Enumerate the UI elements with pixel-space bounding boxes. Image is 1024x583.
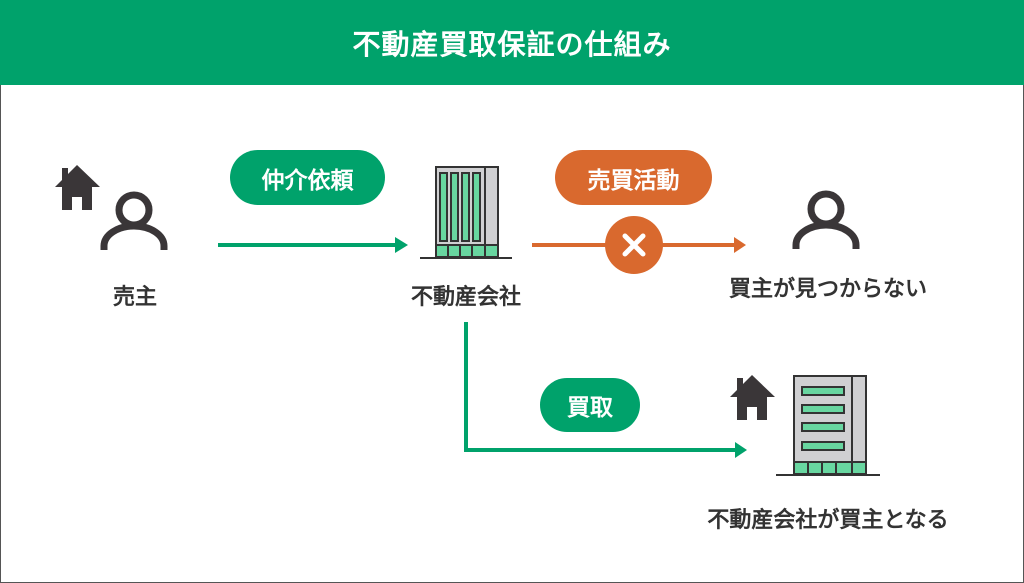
sales-activity-label: 売買活動 bbox=[555, 150, 712, 205]
person-icon bbox=[792, 190, 860, 249]
arrow-purchase bbox=[464, 322, 747, 458]
house-icon bbox=[730, 375, 775, 420]
building-icon bbox=[420, 166, 512, 259]
arrow-brokerage bbox=[218, 237, 408, 253]
house-icon bbox=[55, 165, 100, 210]
building-icon bbox=[776, 375, 880, 476]
seller-label: 売主 bbox=[112, 285, 158, 310]
page-title: 不動産買取保証の仕組み bbox=[0, 0, 1024, 85]
x-circle-icon bbox=[605, 216, 663, 274]
purchase-label: 買取 bbox=[540, 378, 640, 432]
person-icon bbox=[100, 191, 168, 250]
brokerage-request-label: 仲介依頼 bbox=[230, 150, 385, 205]
no-buyer-label: 買主が見つからない bbox=[728, 277, 928, 302]
company-becomes-buyer-label: 不動産会社が買主となる bbox=[707, 508, 949, 533]
company-label: 不動産会社 bbox=[410, 285, 522, 310]
